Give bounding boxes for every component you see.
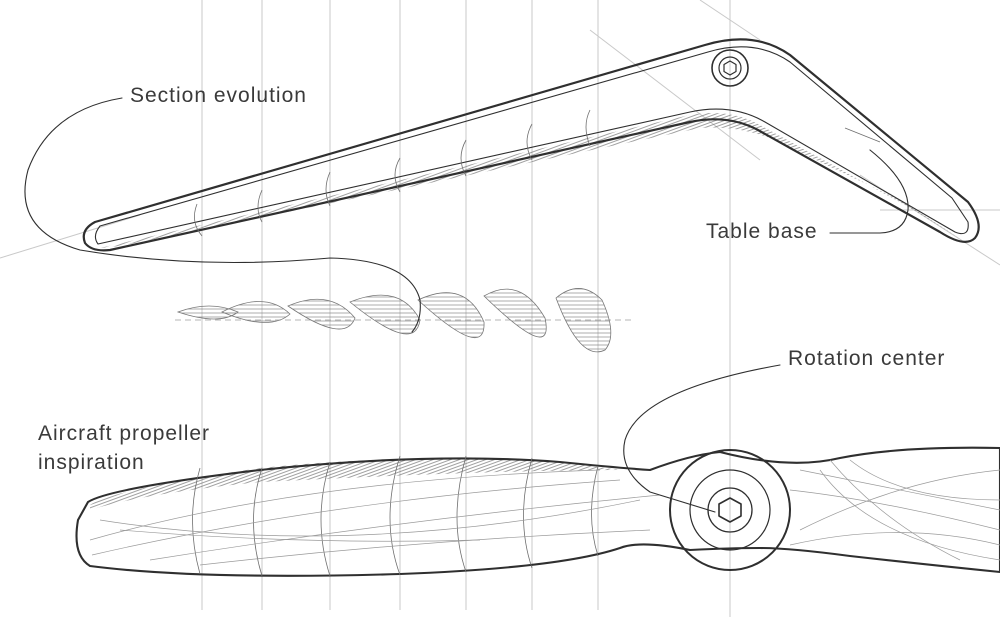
hub-ring — [689, 469, 771, 551]
section-profile-3 — [287, 298, 356, 330]
table-base-leader — [829, 149, 909, 234]
leg-outline — [82, 38, 980, 252]
propeller — [75, 446, 1000, 577]
propeller-label-line2: inspiration — [38, 451, 145, 474]
propeller-label-line1: Aircraft propeller — [38, 422, 210, 445]
section-profile-5 — [417, 292, 485, 339]
section-profile-6 — [483, 288, 547, 338]
propeller-leading-shading — [90, 458, 620, 510]
leg-underside-shading — [100, 112, 962, 248]
leader-lines — [24, 97, 909, 513]
hub-outer — [669, 449, 791, 571]
leg-inner-edge — [94, 46, 969, 245]
section-profile-4 — [349, 294, 421, 335]
section-profile-7 — [555, 288, 612, 353]
section-profiles — [175, 288, 635, 353]
leg-bolt-inner — [718, 56, 742, 80]
table-base-leg — [82, 38, 980, 252]
section-profile-2 — [221, 301, 291, 323]
hub-hex-bolt-icon — [718, 497, 742, 523]
rotation-center-leader — [623, 364, 781, 513]
leg-bolt-outer — [711, 49, 749, 87]
leg-bolt-hex-icon — [723, 60, 737, 76]
table-base-label: Table base — [706, 220, 818, 243]
section-evolution-leader — [24, 97, 421, 333]
section-evolution-label: Section evolution — [130, 84, 307, 107]
rotation-center-label: Rotation center — [788, 347, 945, 370]
